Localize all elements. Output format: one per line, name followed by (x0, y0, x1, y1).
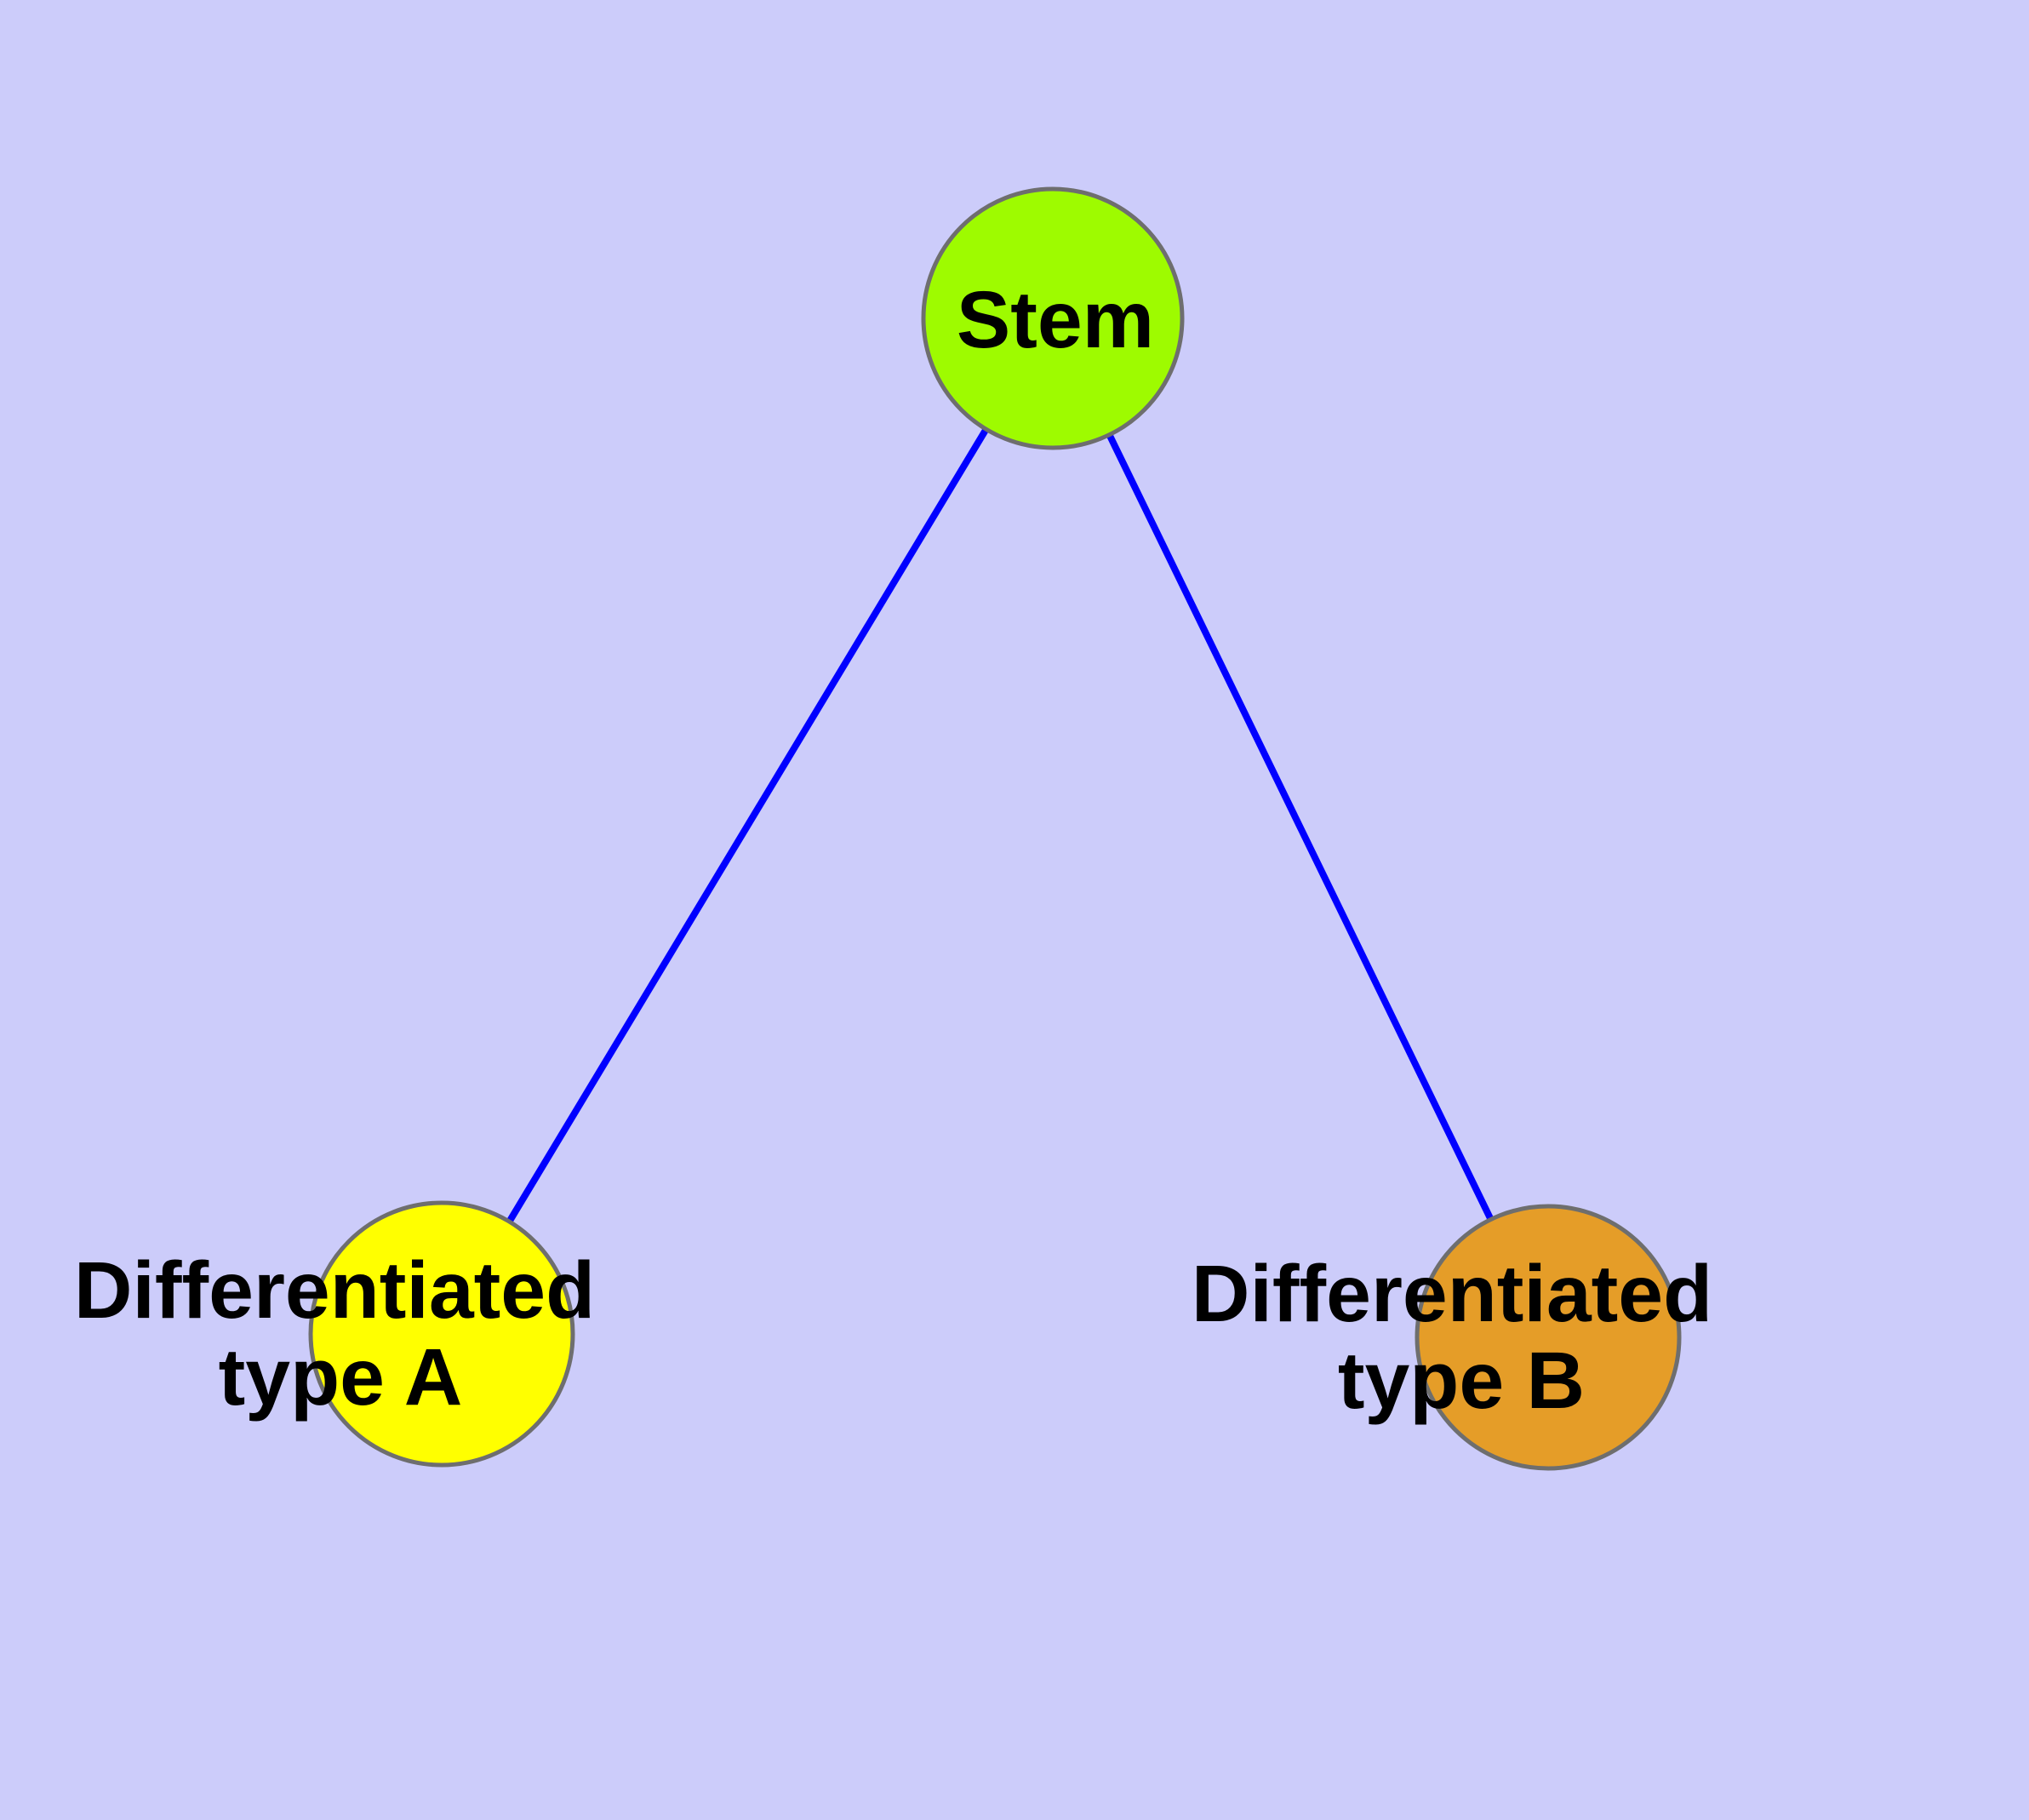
edge-stem-to-differentiated-type-a[interactable] (438, 316, 1056, 1336)
node-differentiated-type-b-label-line1: Differentiated (1192, 1249, 1712, 1339)
node-layer (308, 186, 1682, 1471)
node-differentiated-type-b-label-line2: type B (1338, 1336, 1585, 1426)
node-stem[interactable] (921, 186, 1185, 450)
node-differentiated-type-b[interactable] (1415, 1204, 1682, 1471)
node-stem-circle[interactable] (921, 186, 1185, 450)
edge-layer (438, 316, 1552, 1339)
node-differentiated-type-a-label-line1: Differentiated (74, 1245, 595, 1336)
edge-stem-to-differentiated-type-b[interactable] (1049, 317, 1552, 1339)
label-layer: Stem Differentiated type A Differentiate… (74, 275, 1712, 1426)
node-differentiated-type-b-circle[interactable] (1415, 1204, 1682, 1471)
node-differentiated-type-a-label-line2: type A (219, 1332, 463, 1422)
node-differentiated-type-a-circle[interactable] (308, 1200, 575, 1468)
node-differentiated-type-a[interactable] (308, 1200, 575, 1468)
node-stem-label: Stem (957, 275, 1154, 365)
